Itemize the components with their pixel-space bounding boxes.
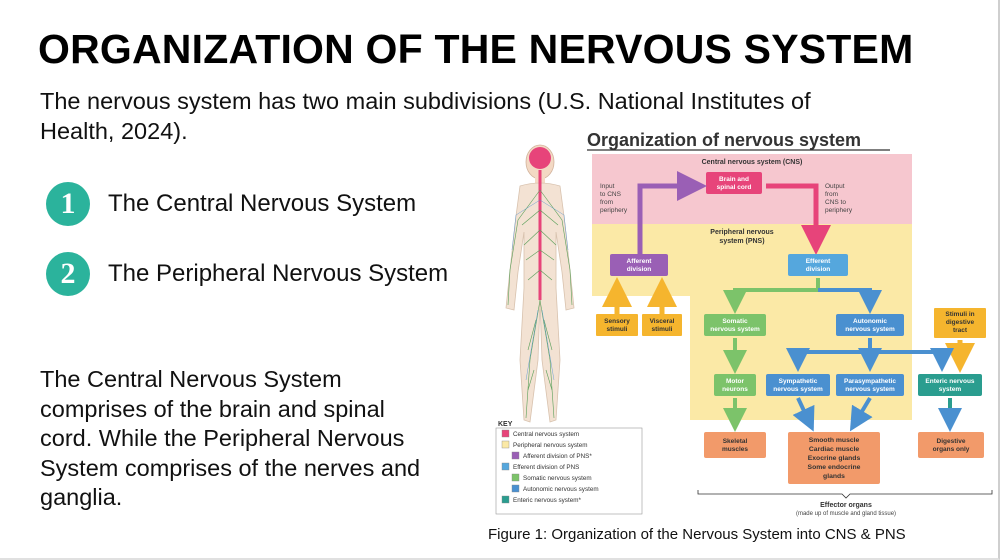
key-title: KEY bbox=[498, 421, 513, 428]
motor-neurons-node bbox=[714, 374, 756, 396]
bullet-number-2-icon: 2 bbox=[46, 252, 90, 296]
afferent-arrow bbox=[637, 171, 707, 254]
human-body-illustration bbox=[505, 144, 575, 423]
digestive-organs-node bbox=[918, 432, 984, 458]
key-label: Autonomic nervous system bbox=[523, 486, 599, 493]
effector-sublabel: (made up of muscle and gland tissue) bbox=[796, 511, 896, 517]
key-swatch bbox=[511, 484, 520, 493]
skeletal-muscles-node bbox=[704, 432, 766, 458]
figure-caption: Figure 1: Organization of the Nervous Sy… bbox=[488, 526, 906, 543]
key-label: Efferent division of PNS bbox=[513, 464, 579, 471]
effector-brace bbox=[697, 490, 993, 499]
cns-label: Central nervous system (CNS) bbox=[702, 159, 803, 166]
bullet-text-pns: The Peripheral Nervous System bbox=[108, 260, 449, 287]
description-text: The Central Nervous System comprises of … bbox=[40, 366, 421, 510]
enteric-branch bbox=[870, 348, 954, 372]
sympathetic-branch bbox=[786, 338, 872, 372]
key-label: Afferent division of PNS* bbox=[523, 453, 592, 460]
bullet-pns: 2 The Peripheral Nervous System bbox=[46, 252, 448, 296]
afferent-division-node bbox=[610, 254, 668, 276]
autonomic-node bbox=[836, 314, 904, 336]
nervous-system-figure: Organization of nervous system Central n… bbox=[492, 120, 998, 528]
effector-label: Effector organs bbox=[820, 502, 872, 509]
key-swatch bbox=[511, 451, 520, 460]
efferent-arrow bbox=[766, 183, 831, 255]
somatic-node bbox=[704, 314, 766, 336]
slide-subtitle: The nervous system has two main subdivis… bbox=[40, 88, 811, 144]
enteric-node bbox=[918, 374, 982, 396]
key-swatch bbox=[511, 473, 520, 482]
sensory-stimuli-node bbox=[596, 314, 638, 336]
bullet-text-cns: The Central Nervous System bbox=[108, 190, 417, 217]
key-label: Central nervous system bbox=[513, 431, 579, 438]
smooth-muscle-node bbox=[788, 432, 880, 484]
key-label: Enteric nervous system* bbox=[513, 497, 581, 504]
efferent-division-node bbox=[788, 254, 848, 276]
somatic-branch bbox=[723, 278, 820, 314]
symp-effector-arrow bbox=[792, 397, 815, 432]
brain-icon bbox=[529, 147, 551, 169]
slide-title: ORGANIZATION OF THE NERVOUS SYSTEM bbox=[38, 26, 914, 72]
key-swatch bbox=[501, 462, 510, 471]
bullet-cns: 1 The Central Nervous System bbox=[46, 182, 416, 226]
key-label: Peripheral nervous system bbox=[513, 442, 588, 449]
key-swatch bbox=[501, 495, 510, 504]
sympathetic-node bbox=[766, 374, 830, 396]
bullet-number-1-icon: 1 bbox=[46, 182, 90, 226]
visceral-stimuli-node bbox=[642, 314, 682, 336]
brain-spinal-cord-node bbox=[706, 172, 762, 194]
key-label: Somatic nervous system bbox=[523, 475, 592, 482]
para-effector-arrow bbox=[849, 396, 873, 432]
digestive-stimuli-node bbox=[934, 308, 986, 338]
parasympathetic-node bbox=[836, 374, 904, 396]
organization-diagram: Organization of nervous system Central n… bbox=[495, 130, 993, 517]
key-swatch bbox=[501, 440, 510, 449]
diagram-title: Organization of nervous system bbox=[587, 130, 861, 150]
autonomic-branch bbox=[818, 288, 882, 314]
key-swatch bbox=[501, 429, 510, 438]
